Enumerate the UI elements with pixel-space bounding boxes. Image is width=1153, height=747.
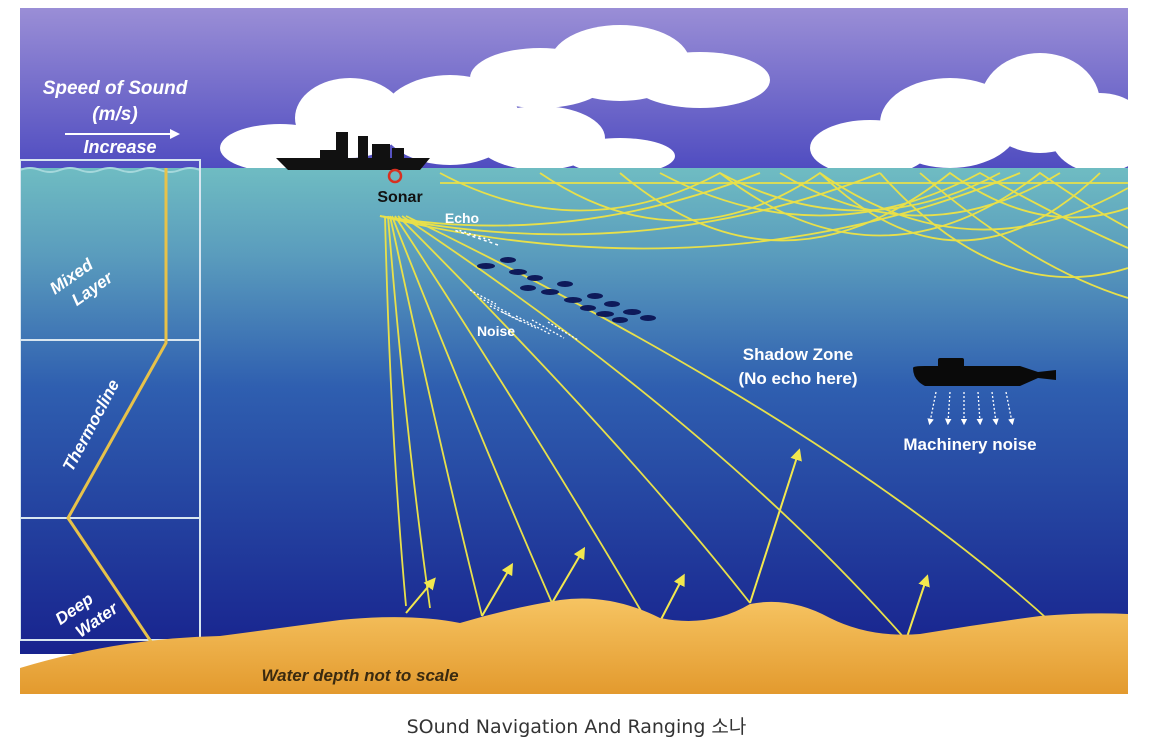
echo-arrows	[453, 229, 499, 246]
ocean	[20, 168, 1128, 654]
submarine	[913, 358, 1056, 386]
cloud-top	[470, 25, 770, 108]
machinery-noise-label: Machinery noise	[903, 435, 1036, 454]
shadow-zone-note: (No echo here)	[738, 369, 857, 388]
sonar-transducer-icon	[387, 168, 403, 184]
sonar-diagram: Speed of Sound (m/s) Increase Mixed Laye…	[20, 8, 1128, 694]
figure-caption: SOund Navigation And Ranging 소나	[406, 716, 747, 738]
increase-label: Increase	[83, 137, 156, 157]
refracted-rays	[384, 215, 1056, 641]
machinery-noise-arrows	[927, 391, 1015, 426]
speed-of-sound-title: Speed of Sound	[43, 78, 188, 99]
noise-label: Noise	[477, 323, 515, 339]
depth-note: Water depth not to scale	[261, 666, 458, 685]
fish-school	[477, 257, 656, 323]
ship	[276, 132, 430, 170]
seabed	[20, 598, 1128, 694]
sonar-label: Sonar	[377, 189, 422, 206]
surface-rays	[379, 171, 1128, 299]
speed-profile-line	[66, 168, 168, 659]
speed-profile-panel	[20, 159, 201, 659]
shadow-zone-label: Shadow Zone	[743, 345, 854, 364]
noise-arrows	[469, 289, 579, 341]
clouds	[220, 25, 1128, 176]
speed-of-sound-unit: (m/s)	[92, 104, 137, 125]
cloud-right	[810, 53, 1128, 176]
water-surface	[20, 167, 201, 173]
echo-label: Echo	[445, 210, 479, 226]
